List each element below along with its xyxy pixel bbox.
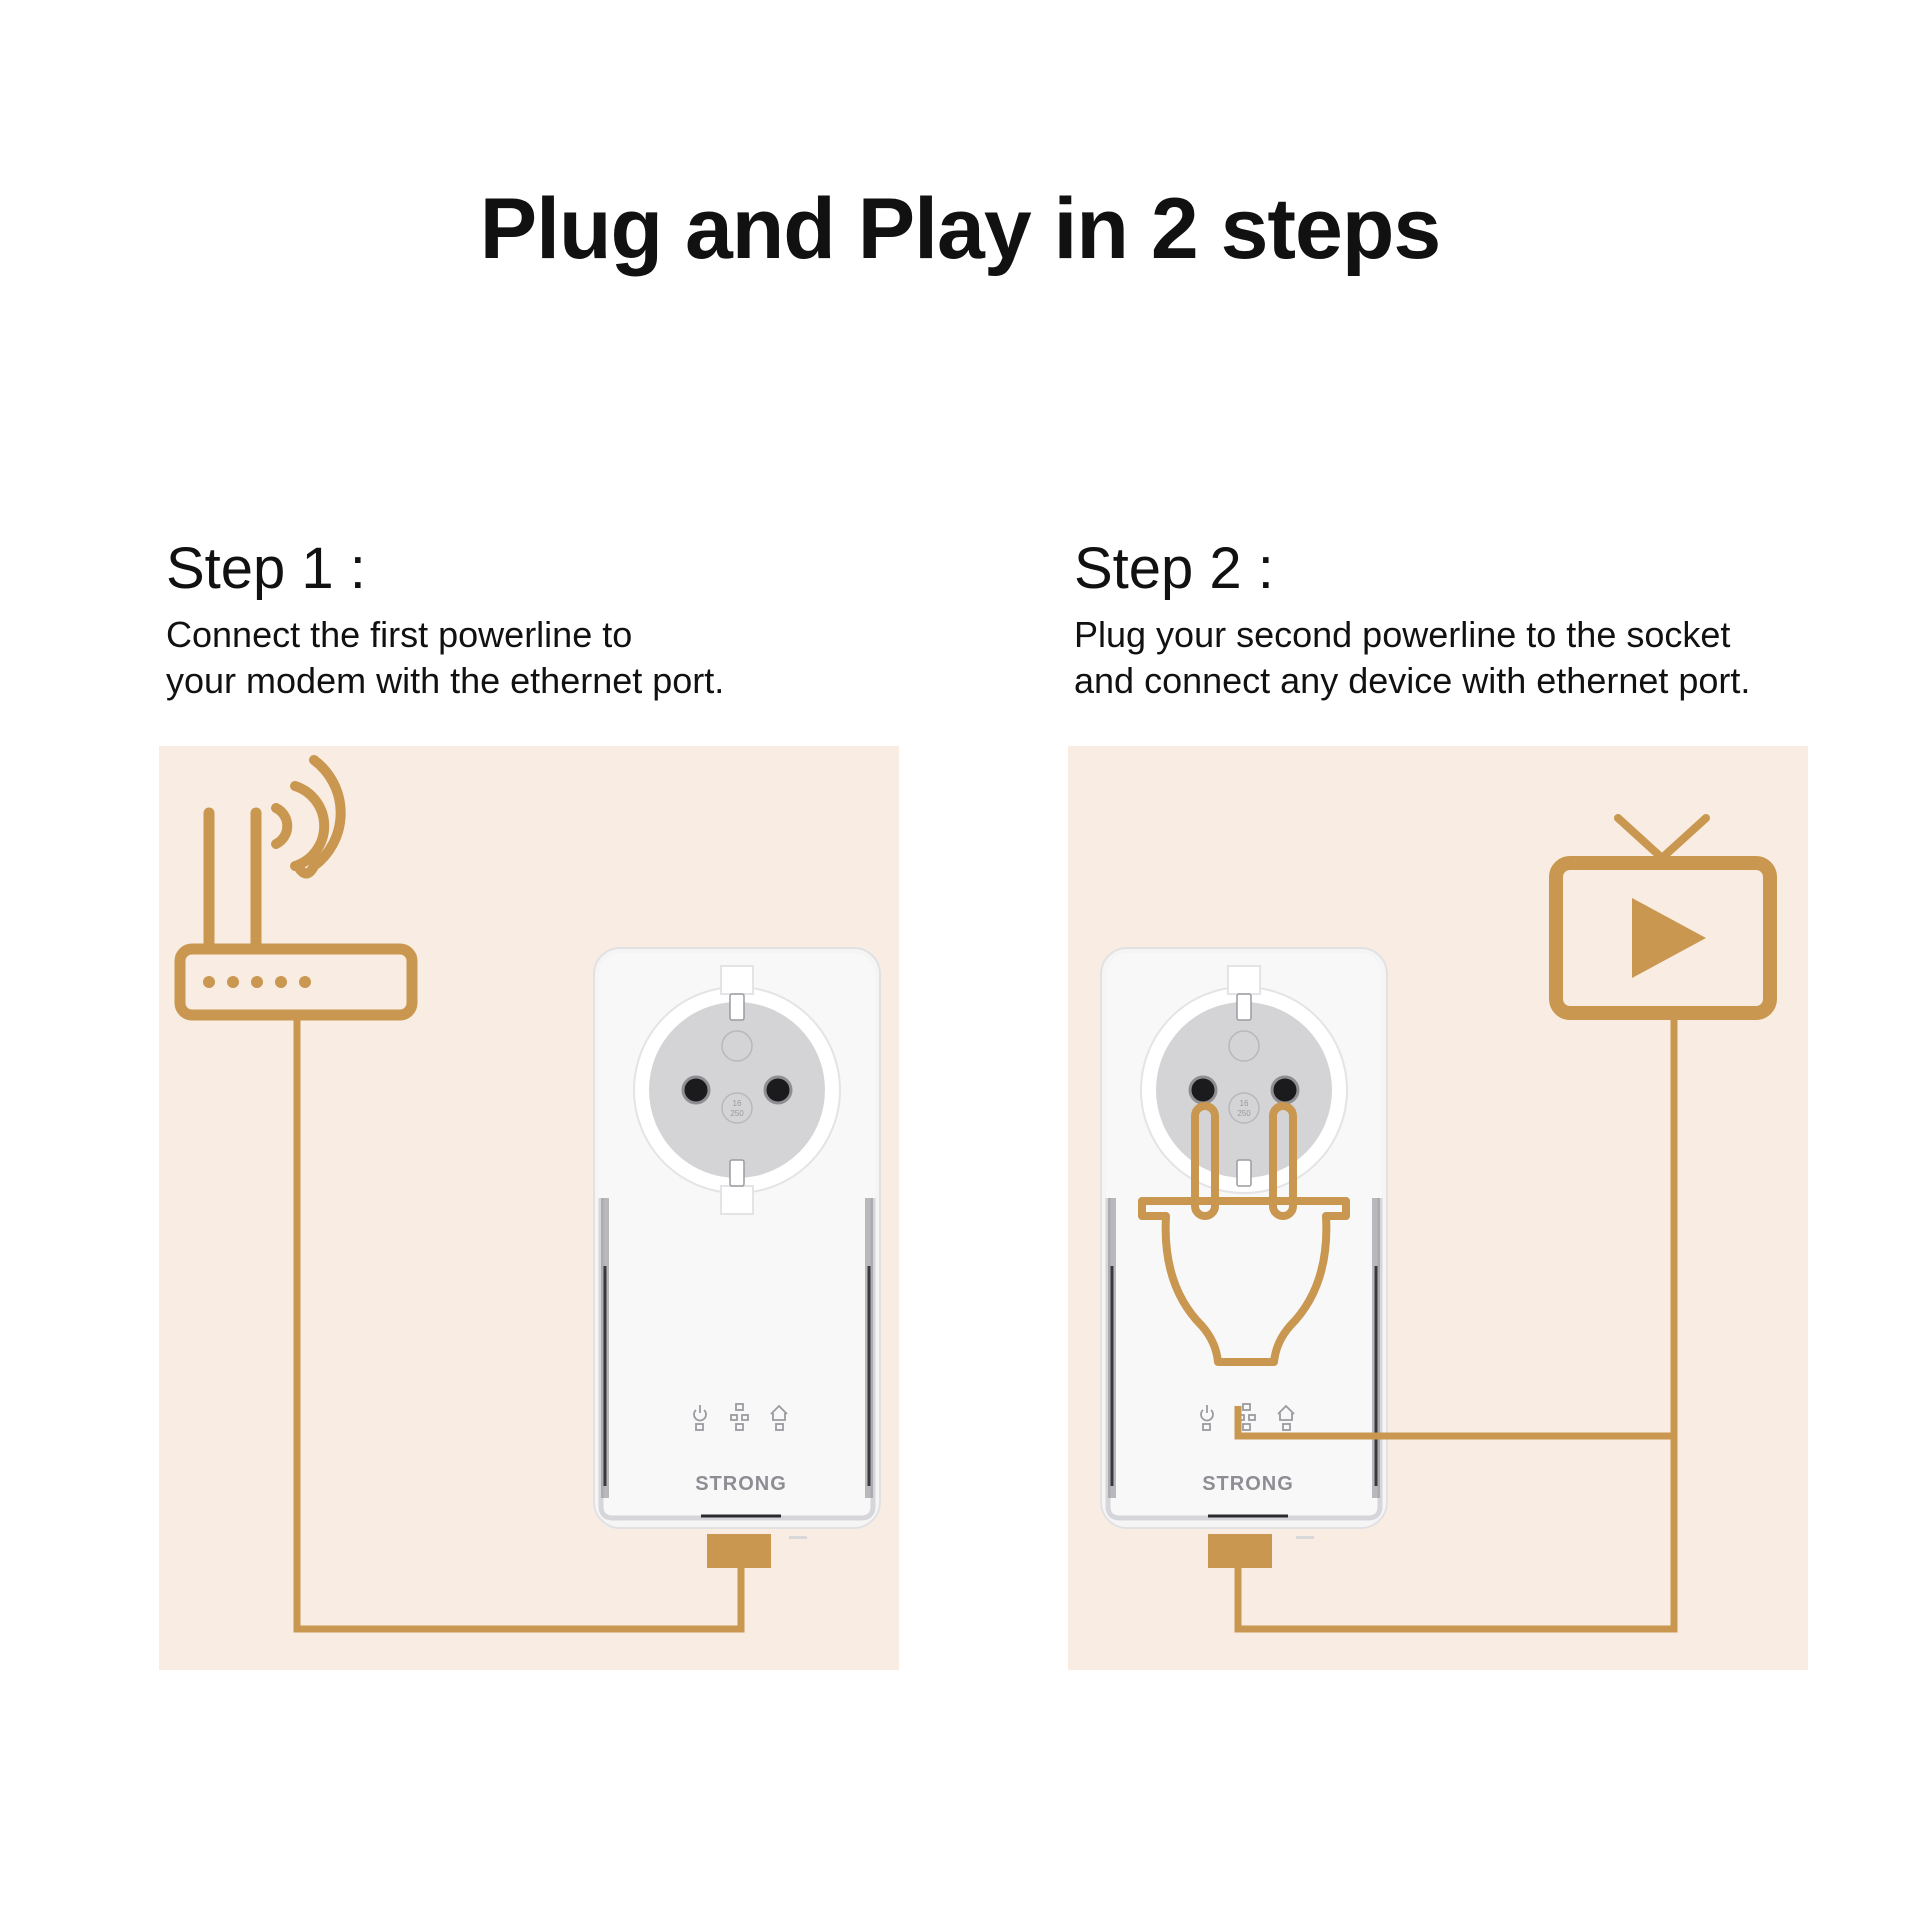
device-ethernet-cable <box>1234 1020 1678 1633</box>
step-2-description: Plug your second powerline to the socket… <box>1074 612 1874 704</box>
step-1-description: Connect the first powerline to your mode… <box>166 612 926 704</box>
step-1-illustration-panel: 16 250 STRONG <box>159 746 899 1670</box>
power-plug-icon <box>1138 1102 1350 1366</box>
step-2-description-line-1: Plug your second powerline to the socket <box>1074 614 1731 655</box>
socket: 16 250 <box>633 965 841 1215</box>
brand-logo: STRONG <box>1202 1473 1294 1495</box>
ethernet-led-icon <box>730 1403 749 1431</box>
powerline-adapter-2: 16 250 STRONG <box>1100 947 1388 1539</box>
socket-rating-amps: 16 <box>1240 1099 1249 1108</box>
power-led-icon <box>1200 1405 1214 1431</box>
power-to-device-line <box>1234 1406 1674 1440</box>
powerline-adapter-1: 16 250 STRONG <box>593 947 881 1539</box>
step-2-description-line-2: and connect any device with ethernet por… <box>1074 660 1751 701</box>
step-1-description-line-2: your modem with the ethernet port. <box>166 660 725 701</box>
step-1-description-line-1: Connect the first powerline to <box>166 614 633 655</box>
step-2-heading: Step 2 : <box>1074 536 1274 601</box>
ethernet-cable <box>293 1015 745 1633</box>
ethernet-plug <box>1208 1534 1272 1568</box>
socket-rating-volts: 250 <box>1237 1109 1251 1118</box>
step-1-heading: Step 1 : <box>166 536 366 601</box>
power-led-icon <box>693 1405 707 1431</box>
brand-logo: STRONG <box>695 1473 787 1495</box>
step-2-illustration-panel: 16 250 STRONG <box>1068 746 1808 1670</box>
socket-rating-amps: 16 <box>733 1099 742 1108</box>
ethernet-plug <box>707 1534 771 1568</box>
home-network-led-icon <box>770 1404 788 1431</box>
home-network-led-icon <box>1277 1404 1295 1431</box>
step-2-illustration: 16 250 STRONG <box>1068 746 1808 1670</box>
wifi-signal-icon <box>271 755 346 879</box>
page-title: Plug and Play in 2 steps <box>479 181 1442 277</box>
tv-play-icon <box>1549 814 1777 1020</box>
step-1-illustration: 16 250 STRONG <box>159 746 899 1670</box>
socket-rating-volts: 250 <box>730 1109 744 1118</box>
